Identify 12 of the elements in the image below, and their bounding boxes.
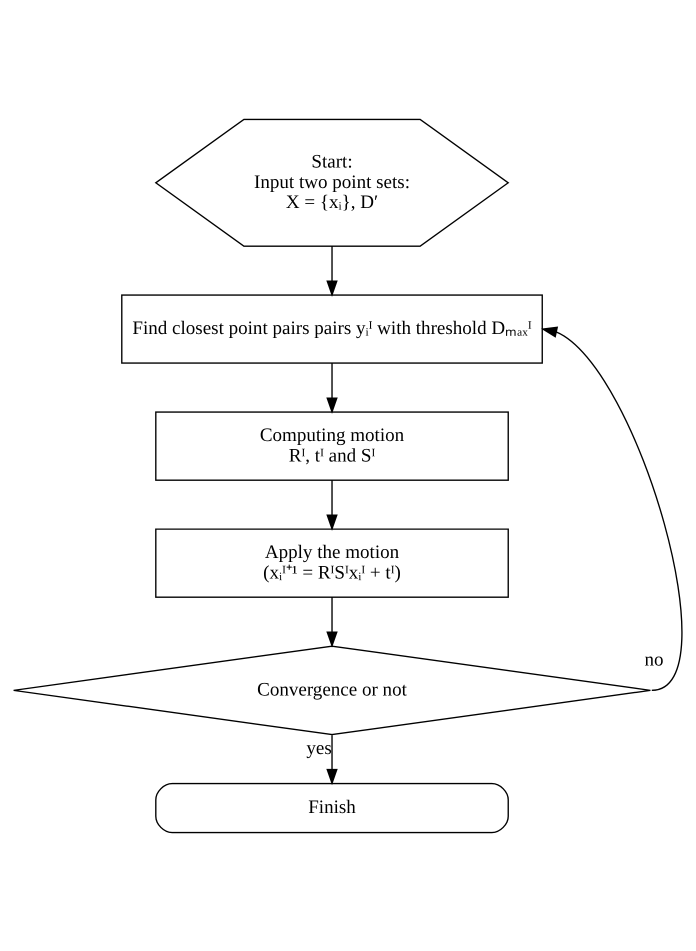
arrow: [326, 246, 338, 296]
edge-label: yes: [306, 738, 332, 759]
arrow: [326, 363, 338, 414]
arrow: [326, 734, 338, 785]
node-box: Computing motion Rᴵ, tᴵ and Sᴵ: [155, 410, 509, 480]
arrow: [540, 326, 682, 690]
arrow: [326, 596, 338, 648]
edge-label: no: [644, 649, 664, 670]
node-box: Finish: [155, 782, 509, 833]
arrow: [326, 480, 338, 530]
node-box: Apply the motion (xᵢᴵ⁺¹ = RᴵSᴵxᵢᴵ + tᴵ): [155, 528, 509, 598]
node-box: Find closest point pairs pairs yᵢᴵ with threshold Dₘₐₓᴵ: [121, 294, 543, 364]
